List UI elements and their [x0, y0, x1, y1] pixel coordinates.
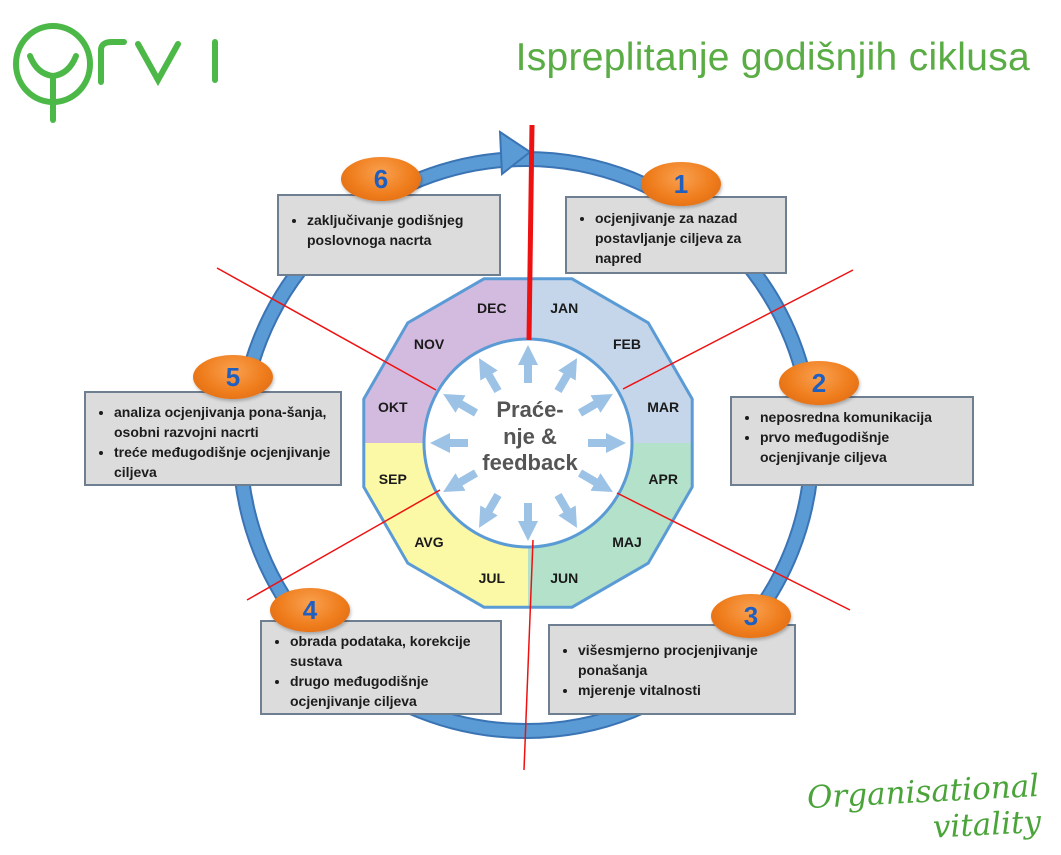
center-arrow [554, 358, 577, 393]
cycle-diagram: JAN FEB MAR APR MAJ JUN JUL AVG SEP OKT NOV DEC Pra… [13, 23, 854, 771]
step-box-4: obrada podataka, korekcije sustava drugo… [260, 620, 502, 715]
page-title: Ispreplitanje godišnjih ciklusa [515, 36, 1030, 79]
month-label-jan: JAN [550, 300, 578, 316]
center-arrows [430, 345, 626, 541]
month-label-jun: JUN [550, 570, 578, 586]
step-5-item-1: analiza ocjenjivanja pona-šanja, osobni … [114, 402, 332, 442]
step-badge-5: 5 [193, 355, 273, 399]
month-label-sep: SEP [379, 471, 407, 487]
center-text: Praće- nje & feedback [482, 397, 578, 475]
step-4-item-2: drugo međugodišnje ocjenjivanje ciljeva [290, 671, 492, 711]
step-box-6: zaključivanje godišnjeg poslovnoga nacrt… [277, 194, 501, 276]
step-4-item-1: obrada podataka, korekcije sustava [290, 631, 492, 671]
step-2-item-2: prvo međugodišnje ocjenjivanje ciljeva [760, 427, 964, 467]
month-label-okt: OKT [378, 399, 408, 415]
ring-arrowhead [498, 130, 532, 176]
center-arrow [518, 503, 538, 541]
step-box-3: višesmjerno procjenjivanje ponašanja mje… [548, 624, 796, 715]
step-box-2: neposredna komunikacija prvo međugodišnj… [730, 396, 974, 486]
step-5-item-2: treće međugodišnje ocjenjivanje ciljeva [114, 442, 332, 482]
dodecagon-outline [362, 277, 694, 609]
divider-line [246, 489, 441, 601]
month-label-dec: DEC [477, 300, 507, 316]
month-label-feb: FEB [613, 336, 641, 352]
center-arrow [443, 394, 478, 417]
month-label-maj: MAJ [612, 534, 642, 550]
center-arrow [443, 469, 478, 492]
center-arrow [479, 358, 502, 393]
divider-line [216, 267, 437, 391]
step-badge-4: 4 [270, 588, 350, 632]
month-label-avg: AVG [414, 534, 443, 550]
year-start-line [526, 124, 535, 341]
center-arrow [430, 433, 468, 453]
center-arrow [518, 345, 538, 383]
footer-tagline: Organisational vitality [806, 768, 1042, 846]
step-badge-2: 2 [779, 361, 859, 405]
center-arrow [578, 394, 613, 417]
divider-line [523, 539, 534, 771]
center-arrow [479, 493, 502, 528]
step-badge-3: 3 [711, 594, 791, 638]
center-line-1: Praće- [496, 397, 563, 422]
center-line-2: nje & [503, 424, 557, 449]
divider-line [616, 492, 851, 611]
step-3-item-1: višesmjerno procjenjivanje ponašanja [578, 640, 786, 680]
divider-line [622, 269, 854, 390]
step-box-1: ocjenjivanje za nazad postavljanje cilje… [565, 196, 787, 274]
center-arrow [554, 493, 577, 528]
month-label-apr: APR [648, 471, 678, 487]
step-3-item-2: mjerenje vitalnosti [578, 680, 786, 700]
orvi-logo [13, 23, 218, 123]
step-box-5: analiza ocjenjivanja pona-šanja, osobni … [84, 391, 342, 486]
month-label-mar: MAR [647, 399, 679, 415]
center-line-3: feedback [482, 450, 578, 475]
center-arrow [588, 433, 626, 453]
step-6-item-1: zaključivanje godišnjeg poslovnoga nacrt… [307, 210, 491, 250]
quarter-dividers [216, 267, 854, 771]
step-badge-1: 1 [641, 162, 721, 206]
month-label-jul: JUL [479, 570, 506, 586]
step-2-item-1: neposredna komunikacija [760, 407, 964, 427]
center-arrow [578, 469, 613, 492]
step-1-item-1: ocjenjivanje za nazad postavljanje cilje… [595, 208, 777, 268]
month-label-nov: NOV [414, 336, 445, 352]
step-badge-6: 6 [341, 157, 421, 201]
